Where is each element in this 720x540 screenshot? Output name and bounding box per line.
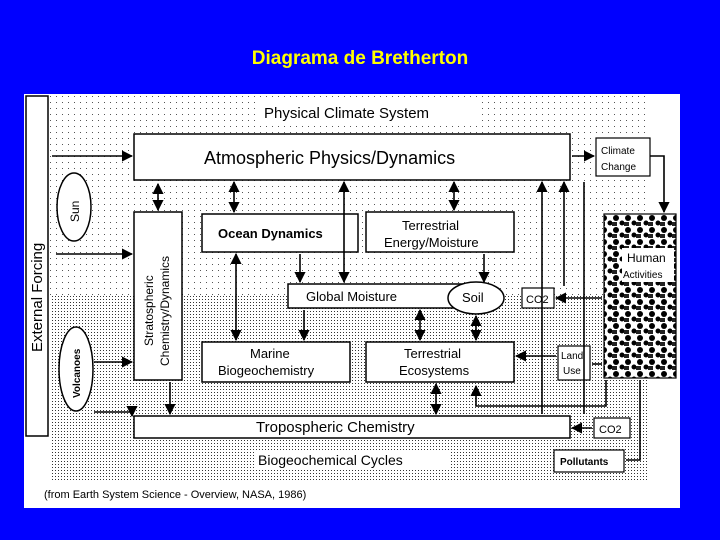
external-forcing-box [25,95,49,437]
co2-top-box [521,287,555,309]
ocean-dynamics-label: Ocean Dynamics [218,226,323,241]
biogeochemical-label: Biogeochemical Cycles [258,452,403,468]
co2-bottom-label: CO2 [599,424,622,436]
atmospheric-box [133,133,571,181]
marine-label-2: Biogeochemistry [218,363,315,378]
human-label-bg [622,248,674,282]
terrestrial-energy-label-2: Energy/Moisture [384,235,479,250]
external-forcing-label: External Forcing [29,243,46,352]
climate-change-label-1: Climate [601,146,635,157]
pollutants-box [553,449,625,473]
sun-ellipse [56,172,92,242]
co2-top-label: CO2 [526,294,549,306]
tropospheric-label: Tropospheric Chemistry [256,419,415,436]
global-moisture-label: Global Moisture [306,289,397,304]
land-use-label-1: Land [561,351,583,362]
soil-label: Soil [462,290,484,305]
stratospheric-label-1: Stratospheric [142,275,156,346]
marine-label-1: Marine [250,346,290,361]
co2-bottom-box [593,417,631,439]
arrow-volc-tropo [94,405,138,418]
marine-box [201,341,351,383]
page-title: Diagrama de Bretherton [251,48,469,69]
sun-label: Sun [68,201,82,222]
arrow-climate-human [650,155,670,214]
climate-change-box [595,137,651,177]
volcanoes-ellipse [58,326,94,412]
physical-climate-label: Physical Climate System [264,105,429,122]
land-use-label-2: Use [563,366,581,377]
physical-label-bg [260,102,482,122]
biogeochemical-label-bg [254,450,450,470]
tropospheric-box [133,415,571,439]
human-label-1: Human [627,251,666,265]
volcanoes-label: Volcanoes [72,348,83,398]
stratospheric-box [133,211,183,381]
stratospheric-label-2: Chemistry/Dynamics [158,256,172,366]
terrestrial-eco-label-1: Terrestrial [404,346,461,361]
pollutants-label: Pollutants [560,457,609,468]
terrestrial-eco-label-2: Ecosystems [399,363,470,378]
connector-arrows [52,150,670,461]
terrestrial-energy-box [365,211,515,253]
atmospheric-label: Atmospheric Physics/Dynamics [204,148,455,168]
bretherton-diagram: External Forcing Sun Volcanoes Stratosph… [24,94,680,508]
human-activities-box [603,213,677,379]
ocean-dynamics-box [201,213,359,253]
climate-change-label-2: Change [601,162,636,173]
terrestrial-eco-box [365,341,515,383]
arrow-pollutants [626,380,641,461]
human-label-2: Activities [623,270,662,281]
source-caption: (from Earth System Science - Overview, N… [44,489,306,501]
arrow-human-tropo [470,380,607,407]
terrestrial-energy-label-1: Terrestrial [402,218,459,233]
soil-ellipse [447,281,505,315]
